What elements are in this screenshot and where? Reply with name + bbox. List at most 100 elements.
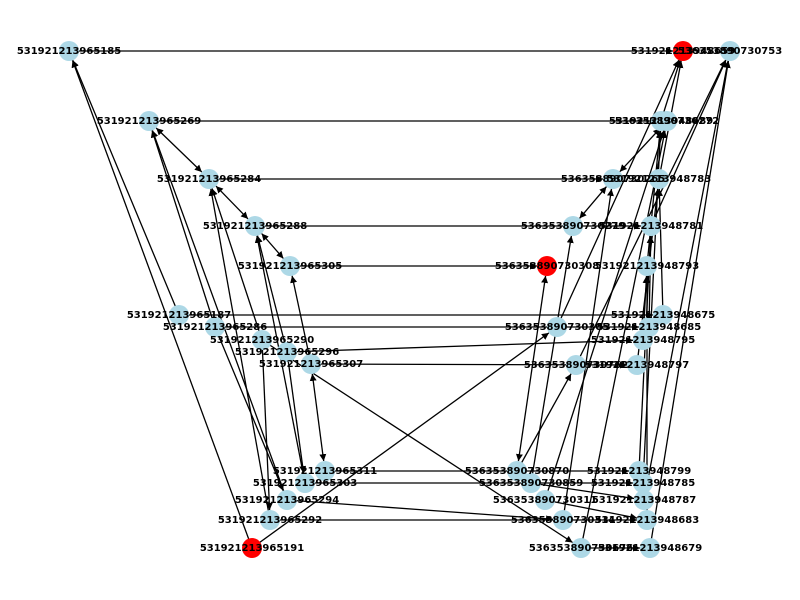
graph-edge-M279-M265	[579, 186, 607, 219]
graph-edge-R679-R753	[649, 60, 731, 549]
graph-edge-L290-M676	[261, 339, 573, 544]
graph-node-L288	[245, 216, 265, 236]
graph-edge-M859-M279	[530, 235, 574, 484]
graph-node-R793	[637, 256, 657, 276]
graph-node-R795	[633, 330, 653, 350]
node-label-R675: 531921213948675	[611, 310, 715, 321]
graph-node-L284	[199, 169, 219, 189]
graph-edge-M859-R787	[530, 482, 635, 501]
graph-edge-L288-L305	[261, 233, 284, 259]
graph-edge-R689-R659	[660, 60, 682, 122]
node-label-R783: 531921213948783	[607, 174, 711, 185]
node-label-R781: 531921213948781	[599, 221, 703, 232]
node-label-R679: 531921213948679	[598, 543, 702, 554]
graph-edge-L292-L284	[208, 188, 271, 521]
node-label-L290: 531921213965290	[210, 335, 314, 346]
labels-layer: 531921213965185 531921213965269 5319212139…	[17, 46, 782, 554]
graph-node-L307	[301, 354, 321, 374]
nodes-layer	[59, 41, 740, 558]
graph-edge-M305-R659	[556, 59, 680, 328]
node-label-L191: 531921213965191	[200, 543, 304, 554]
highlighted-node-M308	[537, 256, 557, 276]
graph-edge-M311-M272	[544, 130, 666, 501]
graph-edge-L187-L185	[72, 59, 180, 316]
node-label-L269: 531921213965269	[97, 116, 201, 127]
graph-node-L303	[295, 473, 315, 493]
graph-edge-R781-R753	[650, 59, 727, 227]
graph-edge-R793-R689	[646, 130, 663, 267]
graph-edge-L191-L185	[71, 60, 253, 549]
node-label-L294: 531921213965294	[235, 495, 339, 506]
graph-node-L292	[260, 510, 280, 530]
node-label-R785: 531921213948785	[591, 478, 695, 489]
graph-node-L269	[139, 111, 159, 131]
graph-node-M314	[553, 510, 573, 530]
graph-node-M676	[571, 538, 591, 558]
graph-node-L187	[169, 305, 189, 325]
graph-node-L294	[277, 490, 297, 510]
node-label-M859: 536353890730859	[479, 478, 583, 489]
node-label-M762: 536353890730762	[524, 360, 628, 371]
node-label-L296: 531921213965296	[235, 347, 339, 358]
graph-node-R675	[653, 305, 673, 325]
graph-node-R797	[627, 355, 647, 375]
node-label-M308: 536353890730308	[495, 261, 599, 272]
graph-edge-L191-M305	[251, 332, 550, 549]
node-label-L303: 531921213965303	[253, 478, 357, 489]
graph-edge-L286-L294	[214, 326, 284, 492]
graph-edge-M870-M308	[515, 275, 549, 462]
graph-node-M859	[521, 473, 541, 493]
node-label-M272: 536353890730272	[615, 116, 719, 127]
node-label-R795: 531921213948795	[591, 335, 695, 346]
graph-edge-M870-M762	[516, 373, 572, 472]
graph-edge-M676-M272	[580, 130, 668, 549]
graph-node-R753	[720, 41, 740, 61]
graph-node-R679	[640, 538, 660, 558]
node-label-R685: 531921213948685	[597, 322, 701, 333]
node-label-M265: 536353890730265	[561, 174, 665, 185]
node-label-L307: 531921213965307	[259, 359, 363, 370]
graph-node-M870	[507, 461, 527, 481]
graph-node-L305	[280, 256, 300, 276]
graph-node-R785	[633, 473, 653, 493]
graph-node-L185	[59, 41, 79, 61]
graph-edge-L294-M314	[286, 499, 554, 523]
graph-node-R689	[651, 111, 671, 131]
node-label-R793: 531921213948793	[595, 261, 699, 272]
highlighted-node-R659	[673, 41, 693, 61]
graph-edge-L296-L288	[255, 235, 288, 353]
node-label-L284: 531921213965284	[157, 174, 261, 185]
graph-node-M265	[603, 169, 623, 189]
graph-node-L286	[205, 317, 225, 337]
graph-node-M762	[566, 355, 586, 375]
graph-node-R781	[641, 216, 661, 236]
node-label-R659: 531921213948659	[631, 46, 735, 57]
graph-node-M279	[563, 216, 583, 236]
node-label-M676: 536353890730676	[529, 543, 633, 554]
node-label-M279: 536353890730279	[521, 221, 625, 232]
graph-edge-M762-R753	[575, 59, 727, 366]
node-label-L187: 531921213965187	[127, 310, 231, 321]
node-label-L288: 531921213965288	[203, 221, 307, 232]
node-label-R799: 531921213948799	[587, 466, 691, 477]
highlighted-node-L191	[242, 538, 262, 558]
node-label-L311: 531921213965311	[273, 466, 377, 477]
graph-edge-L296-R795	[286, 337, 634, 353]
graph-node-L296	[277, 342, 297, 362]
node-label-R689: 531921213948689	[609, 116, 713, 127]
node-label-R787: 531921213948787	[592, 495, 696, 506]
graph-edge-L296-L303	[286, 351, 307, 474]
graph-edge-M314-M265	[562, 188, 614, 521]
node-label-L185: 531921213965185	[17, 46, 121, 57]
graph-edge-R785-R689	[642, 130, 664, 484]
graph-node-L290	[252, 330, 272, 350]
graph-edge-M265-M272	[619, 127, 661, 173]
node-label-L286: 531921213965286	[163, 322, 267, 333]
graph-edge-M311-R683	[544, 499, 638, 521]
node-label-R797: 531921213948797	[585, 360, 689, 371]
graph-edge-L286-L269	[150, 130, 216, 328]
graph-node-L311	[315, 461, 335, 481]
node-label-M314: 536353890730314	[511, 515, 615, 526]
graph-edge-L269-L284	[155, 127, 203, 173]
